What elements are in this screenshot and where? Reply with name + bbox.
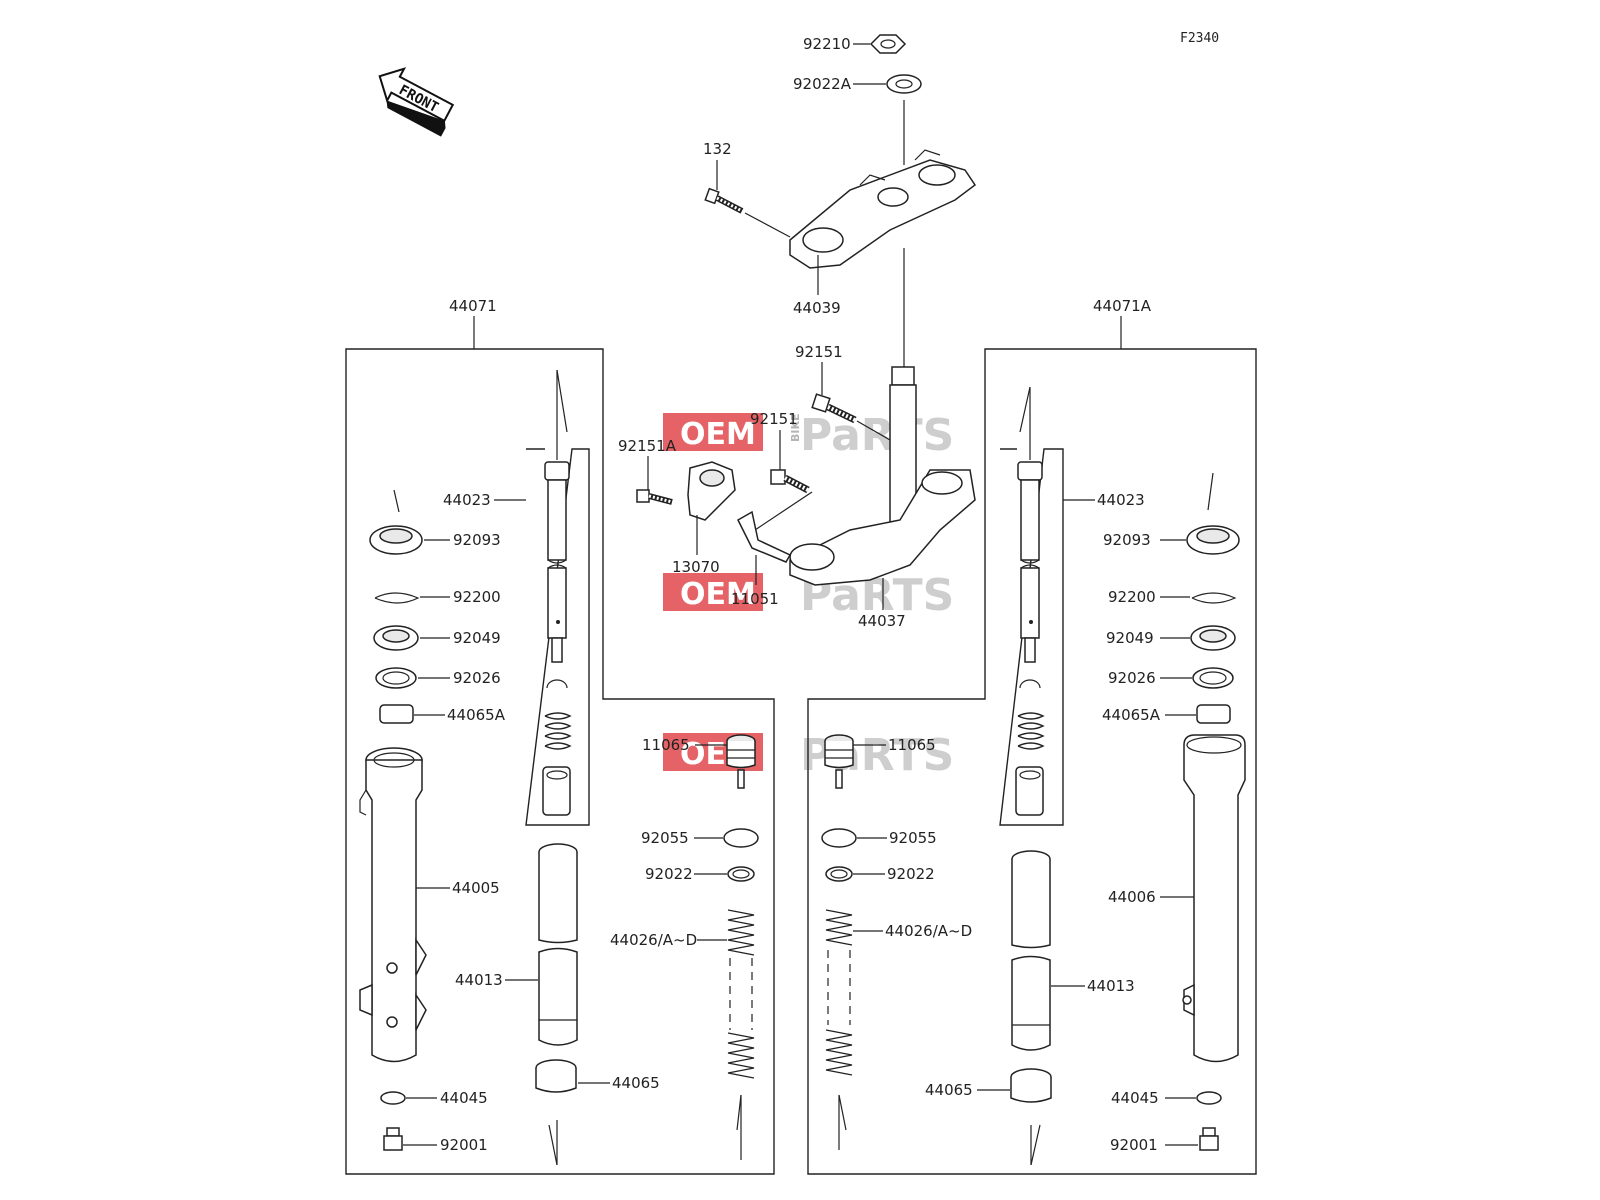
- bracket-11051: [737, 510, 792, 563]
- clip-92200-right: [1191, 592, 1237, 604]
- label-44045-right: 44045: [1111, 1089, 1159, 1107]
- right-inner-box: [999, 448, 1064, 826]
- oil-seal-92049-left: [373, 625, 419, 651]
- washer-92026-left: [375, 667, 417, 689]
- label-92022A: 92022A: [793, 75, 852, 93]
- label-44023-left: 44023: [443, 491, 491, 509]
- outer-tube-44006: [1182, 734, 1246, 1063]
- label-92093-left: 92093: [453, 531, 501, 549]
- label-44071: 44071: [449, 297, 497, 315]
- label-44023-right: 44023: [1097, 491, 1145, 509]
- washer-44045-right: [1196, 1091, 1222, 1105]
- oring-92055-right: [821, 828, 857, 848]
- label-44006: 44006: [1108, 888, 1156, 906]
- bushing-44065-right: [1010, 1068, 1052, 1103]
- label-92210: 92210: [803, 35, 851, 53]
- washer-92026-right: [1192, 667, 1234, 689]
- label-92022-left: 92022: [645, 865, 693, 883]
- label-44045-left: 44045: [440, 1089, 488, 1107]
- outer-tube-44005: [359, 747, 427, 1063]
- valve-11065-right: [824, 734, 854, 789]
- front-arrow-icon: FRONT: [378, 67, 455, 137]
- label-44065A-right: 44065A: [1102, 706, 1161, 724]
- spring-44026-right: [825, 909, 853, 1076]
- damper-rod-left: [542, 461, 572, 816]
- label-92093-right: 92093: [1103, 531, 1151, 549]
- svg-text:OEM: OEM: [680, 577, 756, 612]
- left-fork-frame: [345, 348, 775, 1175]
- clip-92200-left: [374, 592, 420, 604]
- label-92026-right: 92026: [1108, 669, 1156, 687]
- label-11065-right: 11065: [888, 736, 936, 754]
- svg-text:BIKE: BIKE: [789, 413, 802, 442]
- clamp-13070: [687, 461, 736, 521]
- label-44005: 44005: [452, 879, 500, 897]
- bolt-92151A: [636, 489, 673, 505]
- svg-text:OEM: OEM: [680, 417, 756, 452]
- bolt-132: [704, 187, 744, 214]
- label-92151A: 92151A: [618, 437, 677, 455]
- dust-seal-92093-left: [369, 525, 423, 555]
- label-92055-left: 92055: [641, 829, 689, 847]
- damper-rod-right: [1015, 461, 1045, 816]
- bolt-92001-left: [383, 1127, 403, 1151]
- label-92200-left: 92200: [453, 588, 501, 606]
- label-44065-left: 44065: [612, 1074, 660, 1092]
- label-92026-left: 92026: [453, 669, 501, 687]
- label-11065-left: 11065: [642, 736, 690, 754]
- label-44037: 44037: [858, 612, 906, 630]
- label-92049-right: 92049: [1106, 629, 1154, 647]
- washer-92022-left: [727, 866, 755, 882]
- label-13070: 13070: [672, 558, 720, 576]
- bushing-44065A-right: [1196, 704, 1231, 724]
- oring-92055-left: [723, 828, 759, 848]
- bushing-44065-left: [535, 1059, 577, 1093]
- label-92049-left: 92049: [453, 629, 501, 647]
- label-92001-right: 92001: [1110, 1136, 1158, 1154]
- label-11051: 11051: [731, 590, 779, 608]
- label-92151-top: 92151: [795, 343, 843, 361]
- valve-11065-left: [726, 734, 756, 789]
- label-44026-left: 44026/A~D: [610, 931, 697, 949]
- label-44071A: 44071A: [1093, 297, 1152, 315]
- washer-44045-left: [380, 1091, 406, 1105]
- left-inner-box: [525, 448, 590, 826]
- dust-seal-92093-right: [1186, 525, 1240, 555]
- label-44065A-left: 44065A: [447, 706, 506, 724]
- label-92001-left: 92001: [440, 1136, 488, 1154]
- washer-92022-right: [825, 866, 853, 882]
- bolt-92001-right: [1199, 1127, 1219, 1151]
- watermark-2: OEM PaRTS: [663, 570, 954, 621]
- washer-92022A: [886, 74, 922, 94]
- spring-44026-left: [727, 909, 755, 1079]
- right-fork-frame: [807, 348, 1257, 1175]
- label-92151-mid: 92151: [750, 410, 798, 428]
- label-44026-right: 44026/A~D: [885, 922, 972, 940]
- label-44065-right: 44065: [925, 1081, 973, 1099]
- svg-text:PaRTS: PaRTS: [800, 410, 954, 461]
- label-92022-right: 92022: [887, 865, 935, 883]
- bolt-92151-mid: [770, 469, 810, 494]
- bushing-44065A-left: [379, 704, 414, 724]
- inner-tube-44013-left: [538, 843, 578, 1046]
- steering-stem-44037: [789, 366, 976, 586]
- label-92200-right: 92200: [1108, 588, 1156, 606]
- label-44013-right: 44013: [1087, 977, 1135, 995]
- upper-triple-clamp-44039: [789, 149, 977, 269]
- label-44013-left: 44013: [455, 971, 503, 989]
- label-132: 132: [703, 140, 732, 158]
- nut-92210: [869, 34, 907, 54]
- label-92055-right: 92055: [889, 829, 937, 847]
- diagram-code: F2340: [1180, 31, 1219, 46]
- label-44039: 44039: [793, 299, 841, 317]
- oil-seal-92049-right: [1190, 625, 1236, 651]
- bolt-92151-top: [811, 393, 857, 424]
- inner-tube-44013-right: [1011, 850, 1051, 1051]
- watermark-1: OEM BIKE PaRTS: [663, 410, 954, 461]
